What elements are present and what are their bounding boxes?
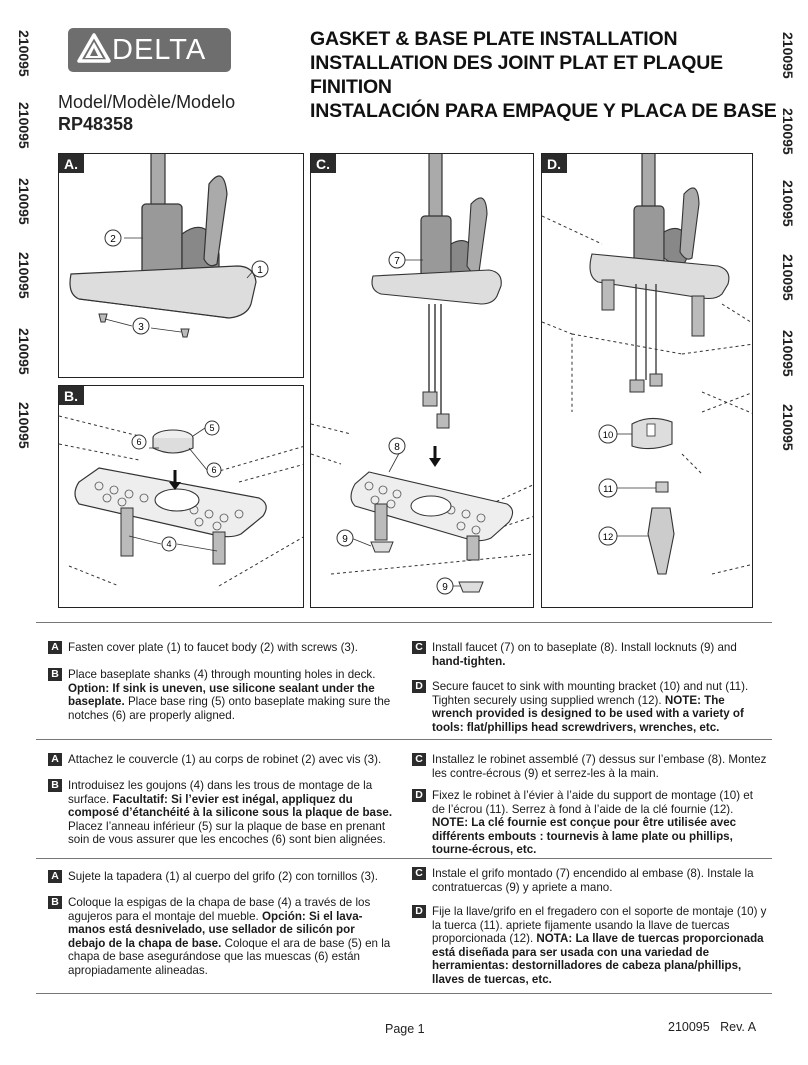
panel-c-callout-9a: 9 <box>342 534 348 545</box>
doc-code-right-4: 210095 <box>780 254 796 301</box>
doc-code-left-3: 210095 <box>16 178 32 225</box>
panel-c-label: C. <box>311 154 336 173</box>
panel-b-label: B. <box>59 386 84 405</box>
step-es-b: B Coloque la espigas de la chapa de base… <box>48 896 393 978</box>
step-badge: B <box>48 779 62 792</box>
doc-code-left-5: 210095 <box>16 328 32 375</box>
step-text: Installez le robinet assemblé (7) dessus… <box>432 753 767 780</box>
panel-d-callout-12: 12 <box>603 532 614 543</box>
step-text: Attachez le couvercle (1) au corps de ro… <box>68 753 382 766</box>
step-badge: D <box>412 905 426 918</box>
panel-a-label: A. <box>59 154 84 173</box>
doc-code-right-6: 210095 <box>780 404 796 451</box>
step-text: Place baseplate shanks (4) through mount… <box>68 668 376 681</box>
step-badge: C <box>412 867 426 880</box>
step-note: hand-tighten. <box>432 654 506 668</box>
panel-b-callout-5: 5 <box>209 423 214 433</box>
panel-d: D. 10 11 12 <box>541 153 753 608</box>
step-es-a: A Sujete la tapadera (1) al cuerpo del g… <box>48 870 393 884</box>
panel-b-callout-6a: 6 <box>136 437 141 447</box>
divider-top <box>36 622 772 623</box>
step-en-b: B Place baseplate shanks (4) through mou… <box>48 668 393 722</box>
step-badge: C <box>412 641 426 654</box>
step-text: Introduisez les goujons (4) dans les tro… <box>68 779 373 806</box>
step-fr-a: A Attachez le couvercle (1) au corps de … <box>48 753 393 767</box>
panel-a-illustration: 2 1 3 <box>69 154 269 338</box>
panel-a: A. 2 1 3 <box>58 153 304 378</box>
panel-c-callout-8: 8 <box>394 442 400 453</box>
step-fr-d: D Fixez le robinet à l’évier à l’aide du… <box>412 789 767 857</box>
brand-name: DELTA <box>112 34 207 66</box>
panel-b-illustration: 6 5 6 4 <box>59 415 303 587</box>
step-es-c: C Instale el grifo montado (7) encendido… <box>412 867 767 894</box>
step-text: Coloque la espigas de la chapa de base (… <box>68 896 371 923</box>
step-en-d: D Secure faucet to sink with mounting br… <box>412 680 767 734</box>
title-es: INSTALACIÓN PARA EMPAQUE Y PLACA DE BASE <box>310 100 777 122</box>
step-note: Option: If sink is uneven, use silicone … <box>68 681 375 709</box>
page-number: Page 1 <box>385 1022 425 1036</box>
doc-code-left-1: 210095 <box>16 30 32 77</box>
title-fr: INSTALLATION DES JOINT PLAT ET PLAQUE FI… <box>310 52 723 98</box>
step-badge: C <box>412 753 426 766</box>
step-fr-b: B Introduisez les goujons (4) dans les t… <box>48 779 393 847</box>
doc-code-left-4: 210095 <box>16 252 32 299</box>
step-badge: A <box>48 753 62 766</box>
step-note: NOTE: La clé fournie est conçue pour êtr… <box>432 816 737 857</box>
model-number: RP48358 <box>58 114 134 134</box>
step-text: Placez l’anneau inférieur (5) sur la pla… <box>68 819 386 847</box>
step-badge: D <box>412 789 426 802</box>
model-label: Model/Modèle/Modelo <box>58 92 236 112</box>
panel-c-callout-9b: 9 <box>442 582 448 593</box>
step-en-c: C Install faucet (7) on to baseplate (8)… <box>412 641 767 668</box>
divider-bottom <box>36 993 772 994</box>
doc-code-right-2: 210095 <box>780 108 796 155</box>
divider-fr-es <box>36 858 772 859</box>
divider-en-fr <box>36 739 772 740</box>
step-en-a: A Fasten cover plate (1) to faucet body … <box>48 641 393 655</box>
panel-d-illustration: 10 11 12 <box>542 154 752 575</box>
doc-code-right-5: 210095 <box>780 330 796 377</box>
panel-b: B. 6 5 6 <box>58 385 304 608</box>
doc-code-right-1: 210095 <box>780 32 796 79</box>
step-badge: D <box>412 680 426 693</box>
title-en: GASKET & BASE PLATE INSTALLATION <box>310 28 678 50</box>
doc-code-left-2: 210095 <box>16 102 32 149</box>
step-text: Place base ring (5) onto baseplate makin… <box>68 695 391 722</box>
doc-code-right-3: 210095 <box>780 180 796 227</box>
panel-a-callout-1: 1 <box>257 265 263 276</box>
panel-d-callout-11: 11 <box>603 484 613 495</box>
step-note: NOTE: The wrench provided is designed to… <box>432 693 744 734</box>
step-es-d: D Fije la llave/grifo en el fregadero co… <box>412 905 767 987</box>
panel-b-callout-6b: 6 <box>211 465 216 475</box>
step-fr-c: C Installez le robinet assemblé (7) dess… <box>412 753 767 780</box>
step-note: Opción: Si el lava-manos está desnivelad… <box>68 909 363 950</box>
panel-a-callout-2: 2 <box>110 234 116 245</box>
step-text: Fasten cover plate (1) to faucet body (2… <box>68 641 358 654</box>
step-note: NOTA: La llave de tuercas proporcionada … <box>432 932 764 986</box>
delta-logo: DELTA <box>68 28 231 72</box>
panel-a-callout-3: 3 <box>138 322 144 333</box>
step-badge: A <box>48 641 62 654</box>
step-badge: B <box>48 668 62 681</box>
panel-d-callout-10: 10 <box>603 430 614 441</box>
step-text: Fixez le robinet à l’évier à l’aide du s… <box>432 789 753 816</box>
doc-code-left-6: 210095 <box>16 402 32 449</box>
step-text: Fije la llave/grifo en el fregadero con … <box>432 905 767 946</box>
footer-code: 210095 Rev. A <box>668 1020 757 1034</box>
step-badge: B <box>48 896 62 909</box>
step-text: Install faucet (7) on to baseplate (8). … <box>432 641 737 654</box>
panel-c-illustration: 7 8 9 9 <box>311 154 533 595</box>
step-text: Sujete la tapadera (1) al cuerpo del gri… <box>68 870 378 883</box>
panel-b-callout-4: 4 <box>166 539 171 549</box>
panel-d-label: D. <box>542 154 567 173</box>
step-text: Coloque el ara de base (5) en la chapa d… <box>68 936 391 977</box>
panel-c-callout-7: 7 <box>394 256 400 267</box>
delta-triangle-icon <box>77 33 111 63</box>
page-title: GASKET & BASE PLATE INSTALLATION INSTALL… <box>310 27 780 123</box>
step-note: Facultatif: Si l’evier est inégal, appli… <box>68 792 393 820</box>
step-badge: A <box>48 870 62 883</box>
step-text: Instale el grifo montado (7) encendido a… <box>432 867 754 894</box>
panel-c: C. <box>310 153 534 608</box>
step-text: Secure faucet to sink with mounting brac… <box>432 680 749 707</box>
